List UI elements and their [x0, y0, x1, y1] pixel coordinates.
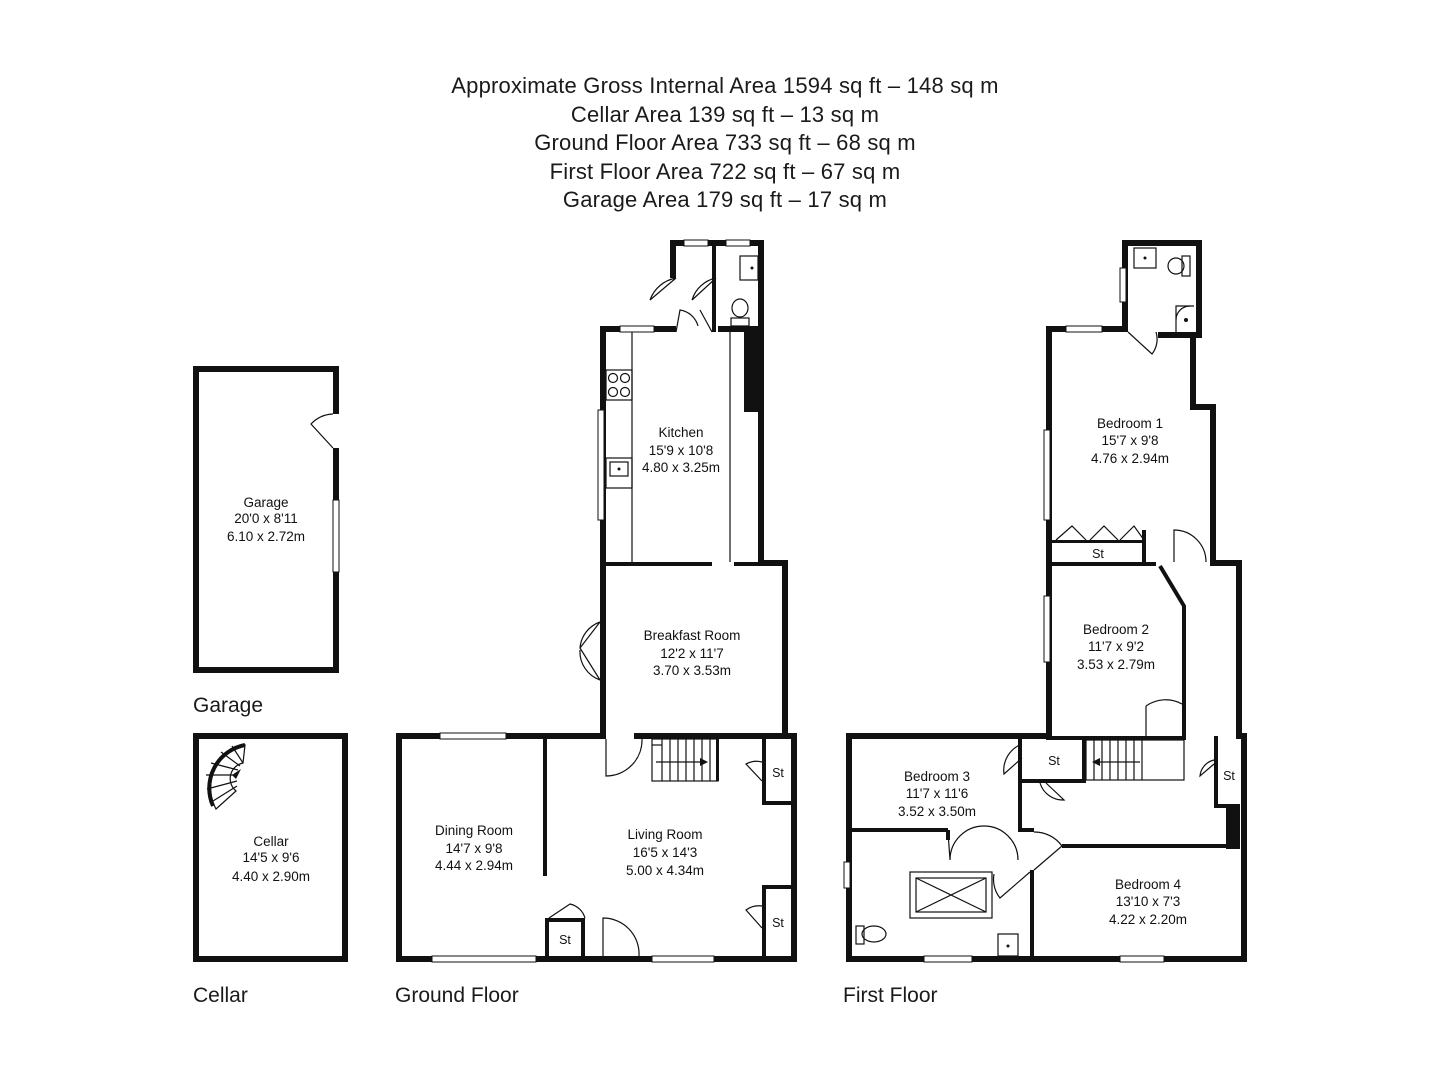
ground-stairs-icon: [651, 738, 719, 782]
bedroom-4-name: Bedroom 4: [1115, 877, 1182, 892]
first-floor-plan: St: [843, 240, 1247, 963]
shower-tray-icon: [909, 871, 993, 919]
cellar-floor-label: Cellar: [193, 984, 248, 1007]
bedroom-4-metric: 4.22 x 2.20m: [1109, 912, 1187, 927]
bedroom-2-metric: 3.53 x 2.79m: [1077, 657, 1155, 672]
ground-floor-plan: Kitchen 15'9 x 10'8 4.80 x 3.25m Breakfa…: [396, 239, 797, 963]
kitchen-name: Kitchen: [658, 425, 703, 440]
bedroom-1-name: Bedroom 1: [1097, 416, 1163, 431]
ground-floor-label: Ground Floor: [395, 984, 519, 1007]
dining-room-imperial: 14'7 x 9'8: [446, 841, 503, 856]
total-area: Approximate Gross Internal Area 1594 sq …: [451, 73, 999, 98]
garage-plan: Garage 20'0 x 8'11 6.10 x 2.72m: [193, 366, 340, 673]
bedroom-2-name: Bedroom 2: [1083, 622, 1149, 637]
living-room-imperial: 16'5 x 14'3: [633, 845, 697, 860]
area-summary: Approximate Gross Internal Area 1594 sq …: [0, 72, 1440, 215]
bathroom-toilet-icon: [855, 925, 887, 945]
kitchen-metric: 4.80 x 3.25m: [642, 460, 720, 475]
breakfast-room-metric: 3.70 x 3.53m: [653, 663, 731, 678]
cellar-area: Cellar Area 139 sq ft – 13 sq m: [570, 101, 880, 127]
first-store-label: St: [1223, 769, 1235, 783]
ensuite-basin-icon: [1133, 247, 1157, 269]
kitchen-sink-icon: [605, 457, 633, 489]
garage-area: Garage Area 179 sq ft – 17 sq m: [562, 187, 888, 212]
bedroom-3-imperial: 11'7 x 11'6: [906, 786, 968, 801]
garage-room-name: Garage: [243, 495, 288, 510]
breakfast-room-name: Breakfast Room: [644, 628, 741, 643]
bedroom-3-name: Bedroom 3: [904, 769, 970, 784]
kitchen-imperial: 15'9 x 10'8: [649, 443, 713, 458]
living-room-metric: 5.00 x 4.34m: [626, 863, 704, 878]
bedroom-2-imperial: 11'7 x 9'2: [1088, 639, 1144, 654]
ensuite-toilet-icon: [1167, 255, 1191, 277]
ground-store-label: St: [559, 933, 571, 947]
first-floor-area: First Floor Area 722 sq ft – 67 sq m: [549, 158, 901, 184]
bathroom-basin-icon: [997, 933, 1019, 957]
hob-icon: [605, 369, 633, 401]
garage-floor-label: Garage: [193, 694, 263, 717]
dining-room-name: Dining Room: [435, 823, 513, 838]
garage-room-imperial: 20'0 x 8'11: [234, 511, 297, 526]
cellar-room-name: Cellar: [253, 834, 289, 849]
ground-floor-area: Ground Floor Area 733 sq ft – 68 sq m: [534, 130, 916, 155]
garage-room-metric: 6.10 x 2.72m: [227, 529, 305, 544]
ground-store-label: St: [772, 916, 784, 930]
ground-store-label: St: [772, 766, 784, 780]
cellar-plan: Cellar 14'5 x 9'6 4.40 x 2.90m: [193, 733, 348, 962]
first-floor-label: First Floor: [843, 984, 938, 1007]
shower-icon: [1175, 305, 1194, 332]
first-store-label: St: [1092, 547, 1104, 561]
bedroom-3-metric: 3.52 x 3.50m: [898, 804, 976, 819]
first-store-label: St: [1048, 754, 1060, 768]
dining-room-metric: 4.44 x 2.94m: [435, 858, 513, 873]
cellar-room-metric: 4.40 x 2.90m: [232, 869, 310, 884]
basin-icon: [739, 255, 759, 281]
living-room-name: Living Room: [627, 827, 702, 842]
toilet-icon: [730, 298, 750, 327]
cellar-room-imperial: 14'5 x 9'6: [243, 850, 300, 865]
spiral-stair-icon: [206, 743, 246, 810]
bedroom-4-imperial: 13'10 x 7'3: [1116, 894, 1180, 909]
bedroom-1-metric: 4.76 x 2.94m: [1091, 451, 1169, 466]
first-stairs-icon: [1085, 739, 1185, 781]
bedroom-1-imperial: 15'7 x 9'8: [1102, 433, 1159, 448]
breakfast-room-imperial: 12'2 x 11'7: [660, 646, 723, 661]
